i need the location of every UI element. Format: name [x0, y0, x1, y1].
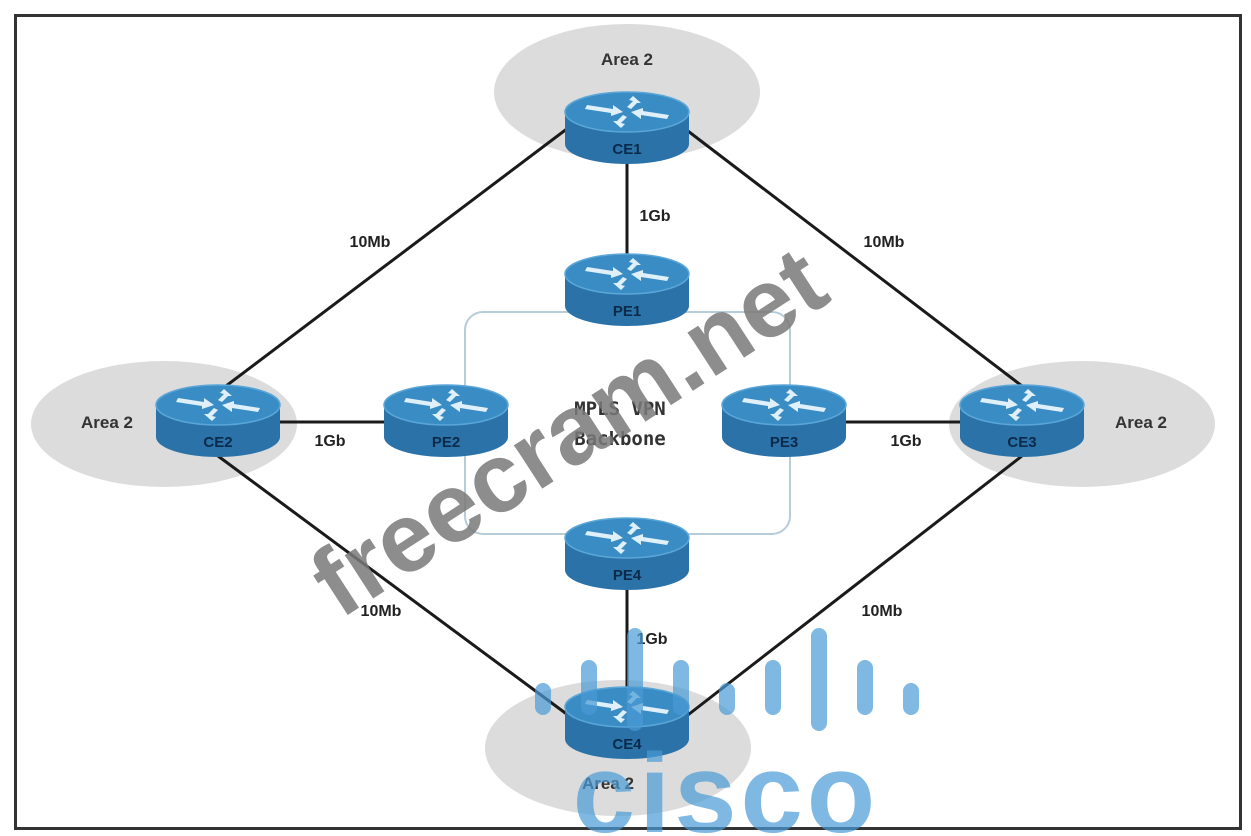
router-label: PE1	[613, 303, 641, 320]
router-label: PE4	[613, 567, 642, 584]
router-pe2[interactable]: PE2	[383, 384, 509, 458]
area-label-ce1: Area 2	[601, 50, 653, 69]
area-label-ce3: Area 2	[1115, 413, 1167, 432]
link-ce1-ce2	[217, 126, 569, 394]
link-label-ce2-pe2: 1Gb	[314, 433, 345, 450]
link-label-ce3-ce4: 10Mb	[862, 603, 903, 620]
cisco-bar	[673, 660, 689, 715]
link-label-ce1-pe1: 1Gb	[639, 208, 670, 225]
router-pe4[interactable]: PE4	[564, 517, 690, 591]
router-label: PE3	[770, 434, 798, 451]
router-label: PE2	[432, 434, 460, 451]
link-label-ce3-pe3: 1Gb	[890, 433, 921, 450]
link-label-pe4-ce4: 1Gb	[636, 631, 667, 648]
area-label-ce4: Area 2	[582, 774, 634, 793]
cisco-bar	[535, 683, 551, 715]
cisco-bar	[903, 683, 919, 715]
cisco-bar	[719, 683, 735, 715]
backbone-label-line2: Backbone	[574, 428, 666, 450]
cisco-logo	[535, 628, 919, 731]
router-pe3[interactable]: PE3	[721, 384, 847, 458]
link-label-ce1-ce2: 10Mb	[350, 234, 391, 251]
router-pe1[interactable]: PE1	[564, 253, 690, 327]
link-label-ce1-ce3: 10Mb	[864, 234, 905, 251]
cisco-bar	[857, 660, 873, 715]
router-ce3[interactable]: CE3	[959, 384, 1085, 458]
cisco-wordmark: cisco	[573, 731, 879, 836]
router-ce4[interactable]: CE4	[564, 686, 690, 760]
router-ce1[interactable]: CE1	[564, 91, 690, 165]
link-ce3-ce4	[683, 454, 1023, 720]
cisco-bar	[811, 628, 827, 731]
cisco-bar	[765, 660, 781, 715]
router-ce2[interactable]: CE2	[155, 384, 281, 458]
router-label: CE1	[612, 141, 641, 158]
cisco-bar	[627, 628, 643, 731]
link-label-ce2-ce4: 10Mb	[361, 603, 402, 620]
router-label: CE3	[1007, 434, 1036, 451]
link-ce2-ce4	[217, 454, 573, 720]
cisco-bar	[581, 660, 597, 715]
area-label-ce2: Area 2	[81, 413, 133, 432]
backbone-label-line1: MPLS VPN	[574, 398, 666, 420]
router-label: CE4	[612, 736, 642, 753]
link-ce1-ce3	[683, 126, 1023, 388]
router-label: CE2	[203, 434, 232, 451]
